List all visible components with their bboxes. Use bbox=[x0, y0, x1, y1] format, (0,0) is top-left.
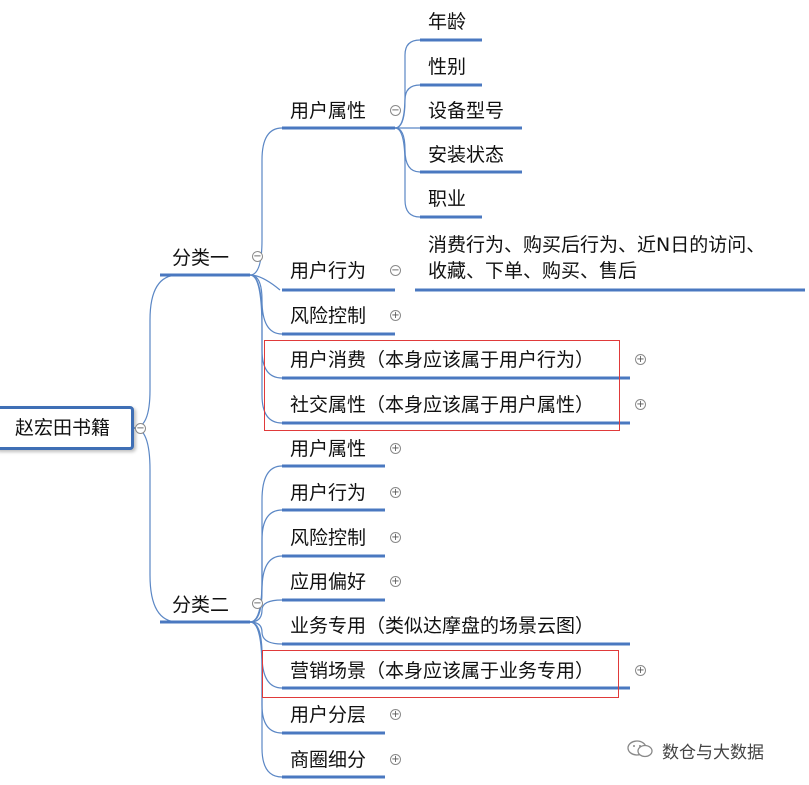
leaf-gender[interactable]: 性别 bbox=[428, 56, 467, 78]
node-business-specific[interactable]: 业务专用（类似达摩盘的场景云图） bbox=[290, 615, 595, 637]
watermark-text: 数仓与大数据 bbox=[662, 743, 764, 763]
leaf-device-model[interactable]: 设备型号 bbox=[428, 100, 505, 122]
node-user-segmentation[interactable]: 用户分层 bbox=[290, 704, 367, 726]
node-user-behavior-1-collapse-icon[interactable]: − bbox=[390, 265, 401, 276]
node-user-attributes-2[interactable]: 用户属性 bbox=[290, 438, 367, 460]
root-collapse-icon[interactable]: − bbox=[135, 423, 146, 434]
branch-2-label[interactable]: 分类二 bbox=[172, 594, 230, 616]
node-risk-control-1[interactable]: 风险控制 bbox=[290, 305, 367, 327]
node-user-behavior-2-expand-icon[interactable]: + bbox=[390, 487, 401, 498]
node-user-segmentation-expand-icon[interactable]: + bbox=[390, 709, 401, 720]
root-label: 赵宏田书籍 bbox=[15, 417, 111, 439]
branch-1-label[interactable]: 分类一 bbox=[172, 247, 230, 269]
node-social-attributes[interactable]: 社交属性（本身应该属于用户属性） bbox=[290, 394, 595, 416]
highlight-box-2 bbox=[262, 650, 619, 698]
wechat-icon bbox=[627, 740, 653, 758]
leaf-occupation[interactable]: 职业 bbox=[428, 188, 467, 210]
leaf-behavior-line-2[interactable]: 收藏、下单、购买、售后 bbox=[428, 260, 638, 282]
node-marketing-scenario-expand-icon[interactable]: + bbox=[635, 665, 646, 676]
leaf-behavior-line-1[interactable]: 消费行为、购买后行为、近N日的访问、 bbox=[428, 234, 766, 256]
node-business-district-expand-icon[interactable]: + bbox=[390, 754, 401, 765]
branch-1-collapse-icon[interactable]: − bbox=[252, 251, 263, 262]
node-risk-control-2[interactable]: 风险控制 bbox=[290, 527, 367, 549]
node-user-behavior-1[interactable]: 用户行为 bbox=[290, 260, 367, 282]
leaf-age[interactable]: 年龄 bbox=[428, 11, 467, 33]
leaf-install-status[interactable]: 安装状态 bbox=[428, 144, 505, 166]
node-user-consumption[interactable]: 用户消费（本身应该属于用户行为） bbox=[290, 349, 595, 371]
node-user-behavior-2[interactable]: 用户行为 bbox=[290, 482, 367, 504]
node-marketing-scenario[interactable]: 营销场景（本身应该属于业务专用） bbox=[290, 660, 595, 682]
node-social-attributes-expand-icon[interactable]: + bbox=[635, 399, 646, 410]
node-user-consumption-expand-icon[interactable]: + bbox=[635, 354, 646, 365]
highlight-box-1 bbox=[264, 340, 620, 431]
node-app-preference[interactable]: 应用偏好 bbox=[290, 571, 367, 593]
node-user-attributes-1-collapse-icon[interactable]: − bbox=[390, 105, 401, 116]
branch-2-collapse-icon[interactable]: − bbox=[252, 598, 263, 609]
node-user-attributes-2-expand-icon[interactable]: + bbox=[390, 443, 401, 454]
node-user-attributes-1[interactable]: 用户属性 bbox=[290, 100, 367, 122]
root-node[interactable]: 赵宏田书籍 bbox=[0, 406, 134, 450]
node-business-district[interactable]: 商圈细分 bbox=[290, 749, 367, 771]
node-risk-control-1-expand-icon[interactable]: + bbox=[390, 310, 401, 321]
node-risk-control-2-expand-icon[interactable]: + bbox=[390, 532, 401, 543]
node-app-preference-expand-icon[interactable]: + bbox=[390, 576, 401, 587]
